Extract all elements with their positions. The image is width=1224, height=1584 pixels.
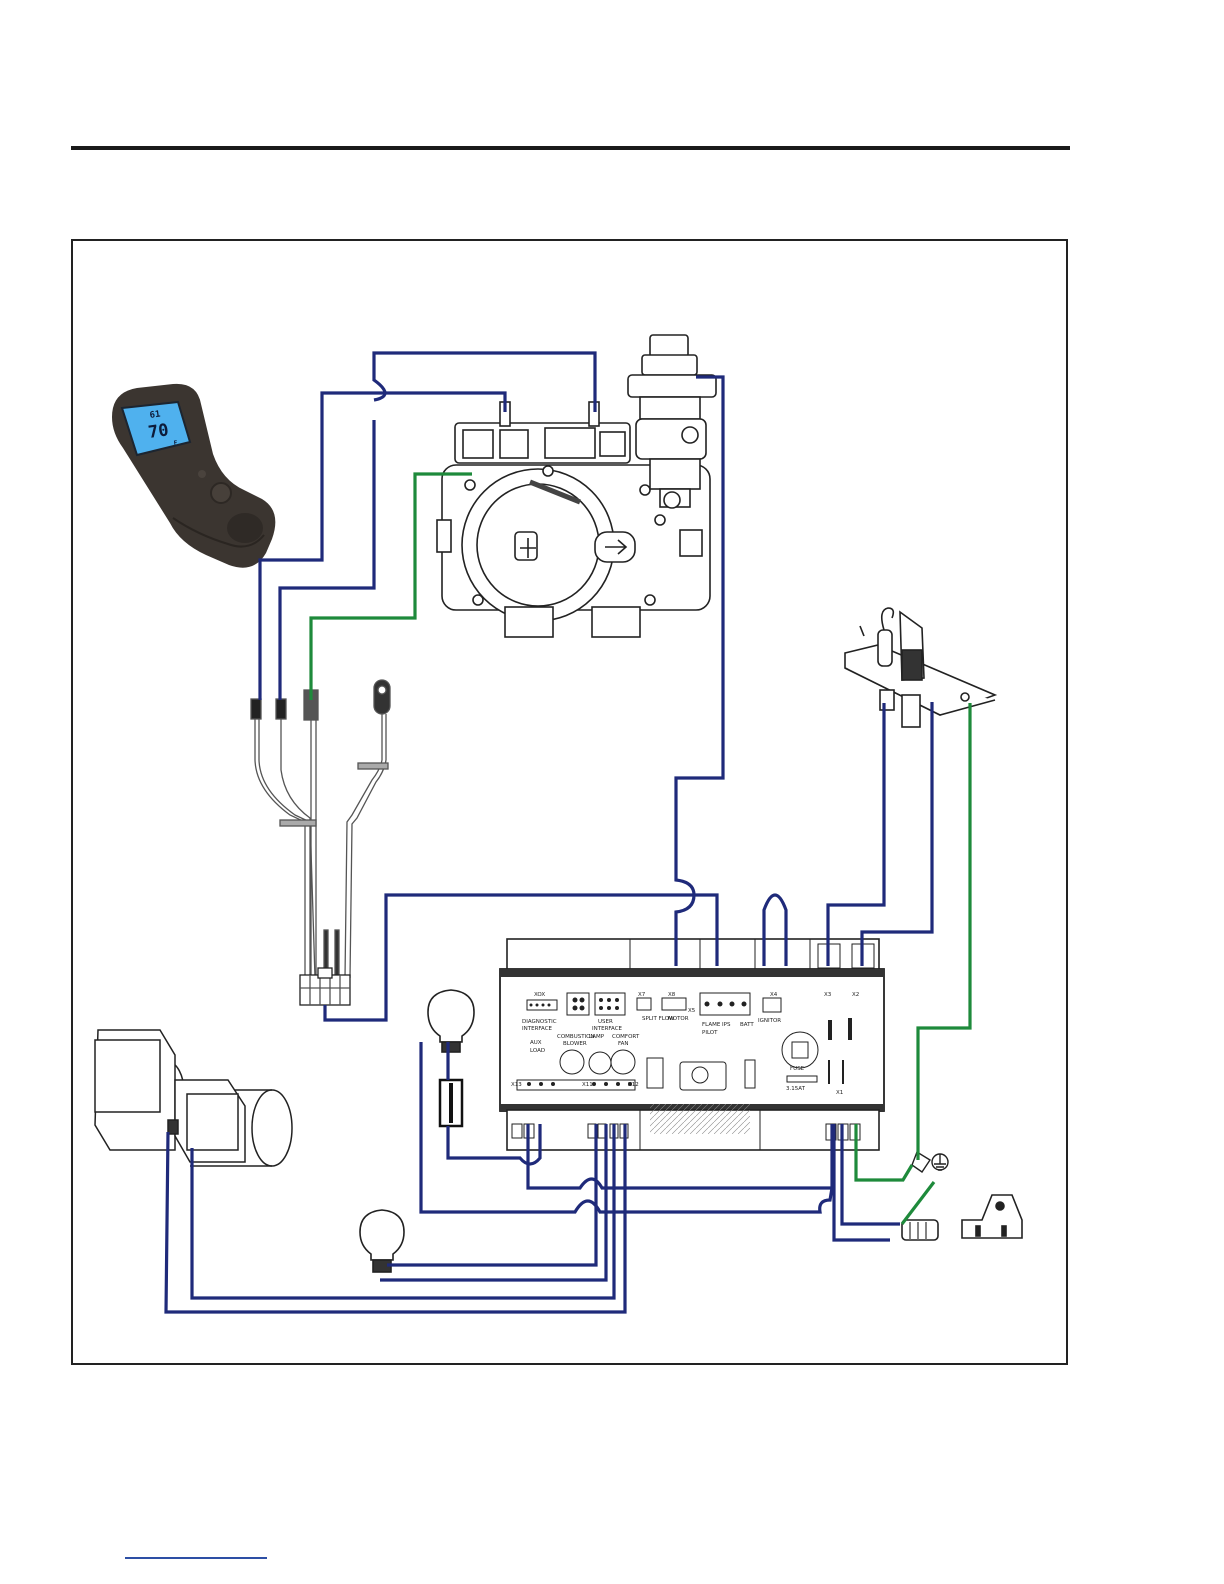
- lbl-comf1: COMFORT: [612, 1034, 640, 1040]
- lcd-main-reading: 70: [147, 420, 170, 443]
- lbl-comf2: FAN: [618, 1041, 629, 1047]
- wiring-harness-icon: [251, 680, 390, 1005]
- lbl-diag2: INTERFACE: [522, 1026, 553, 1032]
- lbl-comb2: BLOWER: [563, 1041, 587, 1047]
- lbl-x11: X11: [582, 1082, 593, 1088]
- lbl-x2: X2: [852, 992, 859, 998]
- pilot-assembly-icon: [845, 608, 995, 727]
- lbl-motor: MOTOR: [668, 1016, 689, 1022]
- control-board-icon: XOX DIAGNOSTIC INTERFACE USER INTERFACE …: [500, 939, 884, 1150]
- lbl-x8: X8: [668, 992, 676, 998]
- lbl-fuse1: FUSE: [790, 1066, 805, 1072]
- remote-button: [211, 483, 231, 503]
- lbl-x5: X5: [688, 1008, 696, 1014]
- remote-icon: 61 70 F: [112, 384, 275, 568]
- lbl-pilot: PILOT: [702, 1030, 718, 1036]
- lbl-ignite: IGNITOR: [758, 1018, 781, 1024]
- lbl-x12: X12: [628, 1082, 639, 1088]
- lbl-x1: X1: [836, 1090, 843, 1096]
- lbl-x7: X7: [638, 992, 646, 998]
- lbl-batt: BATT: [740, 1022, 754, 1028]
- lamp-icon: [360, 1210, 404, 1272]
- lbl-xox: XOX: [534, 992, 545, 998]
- fuse-icon: [440, 1080, 462, 1126]
- lbl-user2: INTERFACE: [592, 1026, 623, 1032]
- blower-icon: [95, 1030, 292, 1166]
- lbl-aux2: LOAD: [530, 1048, 545, 1054]
- lbl-x3: X3: [824, 992, 832, 998]
- lbl-x13: X13: [511, 1082, 522, 1088]
- lbl-ips: IPS: [722, 1022, 731, 1028]
- lbl-x4: X4: [770, 992, 778, 998]
- lcd-top-reading: 61: [149, 410, 161, 421]
- lbl-diag1: DIAGNOSTIC: [522, 1019, 557, 1025]
- lamp-icon: [428, 990, 474, 1052]
- lbl-fuse2: 3.15AT: [786, 1086, 806, 1092]
- lbl-aux1: AUX: [530, 1040, 542, 1046]
- lbl-user1: USER: [598, 1019, 613, 1025]
- lbl-lamp: LAMP: [589, 1034, 605, 1040]
- lbl-flame: FLAME: [702, 1022, 721, 1028]
